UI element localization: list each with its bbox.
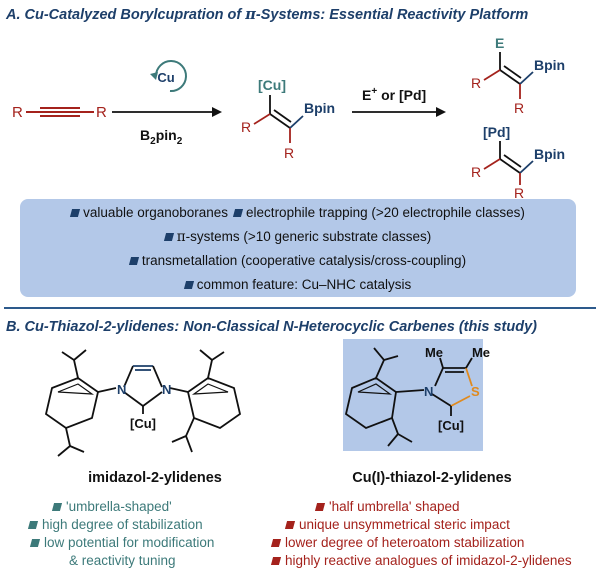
product-electrophile: E R Bpin R — [471, 35, 565, 116]
vinylcopper-intermediate: [Cu] R Bpin R — [241, 77, 335, 161]
product1-bpin: Bpin — [534, 57, 565, 73]
right-bullet-list: 'half umbrella' shaped unique unsymmetri… — [270, 498, 572, 570]
product2-r1: R — [471, 164, 481, 180]
thiazole-me1: Me — [425, 345, 443, 360]
thiazole-s: S — [471, 384, 480, 399]
section-a-heading: A. Cu-Catalyzed Borylcupration of π-Syst… — [6, 6, 529, 23]
thiazole-n: N — [424, 384, 433, 399]
bullet-icon — [29, 539, 41, 547]
section-divider — [4, 307, 596, 309]
section-b-heading: B. Cu-Thiazol-2-ylidenes: Non-Classical … — [6, 319, 537, 335]
list-item: unique unsymmetrical steric impact — [272, 516, 572, 534]
bullet-icon — [232, 209, 244, 217]
intermediate-r1: R — [241, 119, 251, 135]
imidazolylidene-structure — [44, 349, 242, 457]
list-item: 'umbrella-shaped' — [29, 498, 214, 516]
imidazole-n2: N — [162, 382, 171, 397]
bullet-icon — [51, 503, 63, 511]
product1-r1: R — [471, 75, 481, 91]
bullet-icon — [314, 503, 326, 511]
bullet-icon — [163, 233, 174, 241]
product2-pd: [Pd] — [483, 124, 510, 140]
feature-line-2: π-systems (>10 generic substrate classes… — [20, 229, 576, 245]
bullet-icon — [183, 281, 194, 289]
thiazole-me2: Me — [472, 345, 490, 360]
feature-line-3: transmetallation (cooperative catalysis/… — [20, 253, 576, 268]
bullet-icon — [27, 521, 39, 529]
alkyne-r-right: R — [96, 104, 107, 121]
right-caption: Cu(I)-thiazol-2-ylidenes — [352, 470, 512, 486]
bullet-icon — [128, 257, 139, 265]
reaction-scheme: R R Cu B2pin2 [Cu] R Bpin R E+ or [Pd] E — [12, 35, 565, 200]
product-palladium: [Pd] R Bpin R — [471, 124, 565, 200]
list-item: low potential for modification — [29, 534, 214, 552]
intermediate-r2: R — [284, 145, 294, 161]
intermediate-bpin: Bpin — [304, 100, 335, 116]
electrophile-or-pd: E+ or [Pd] — [362, 86, 426, 103]
feature-line-4: common feature: Cu–NHC catalysis — [20, 277, 576, 292]
imidazole-cu: [Cu] — [130, 416, 156, 431]
list-item: 'half umbrella' shaped — [272, 498, 572, 516]
product1-r2: R — [514, 100, 524, 116]
left-bullet-list: 'umbrella-shaped' high degree of stabili… — [27, 498, 214, 570]
cu-catalyst-label: Cu — [157, 70, 174, 85]
left-caption: imidazol-2-ylidenes — [88, 470, 222, 486]
list-item: high degree of stabilization — [27, 516, 214, 534]
list-item: highly reactive analogues of imidazol-2-… — [270, 552, 572, 570]
bullet-icon — [270, 539, 282, 547]
nhc-structures: N N [Cu] Me Me N S [Cu] — [44, 345, 490, 457]
thiazole-highlight-box — [343, 339, 483, 451]
bullet-icon — [70, 209, 81, 217]
alkyne-r-left: R — [12, 104, 23, 121]
product2-bpin: Bpin — [534, 146, 565, 162]
bullet-icon — [284, 521, 296, 529]
product1-e: E — [495, 35, 504, 51]
thiazolylidene-structure — [344, 347, 473, 447]
list-item: & reactivity tuning — [69, 553, 176, 568]
imidazole-n1: N — [117, 382, 126, 397]
reagent-b2pin2: B2pin2 — [140, 127, 183, 147]
list-item: lower degree of heteroatom stabilization — [270, 534, 572, 552]
product2-r2: R — [514, 185, 524, 200]
cu-catalyst-icon: Cu — [150, 60, 187, 93]
bullet-icon — [270, 557, 282, 565]
alkyne-substrate: R R — [12, 104, 107, 121]
intermediate-cu-label: [Cu] — [258, 77, 286, 93]
thiazole-cu: [Cu] — [438, 418, 464, 433]
